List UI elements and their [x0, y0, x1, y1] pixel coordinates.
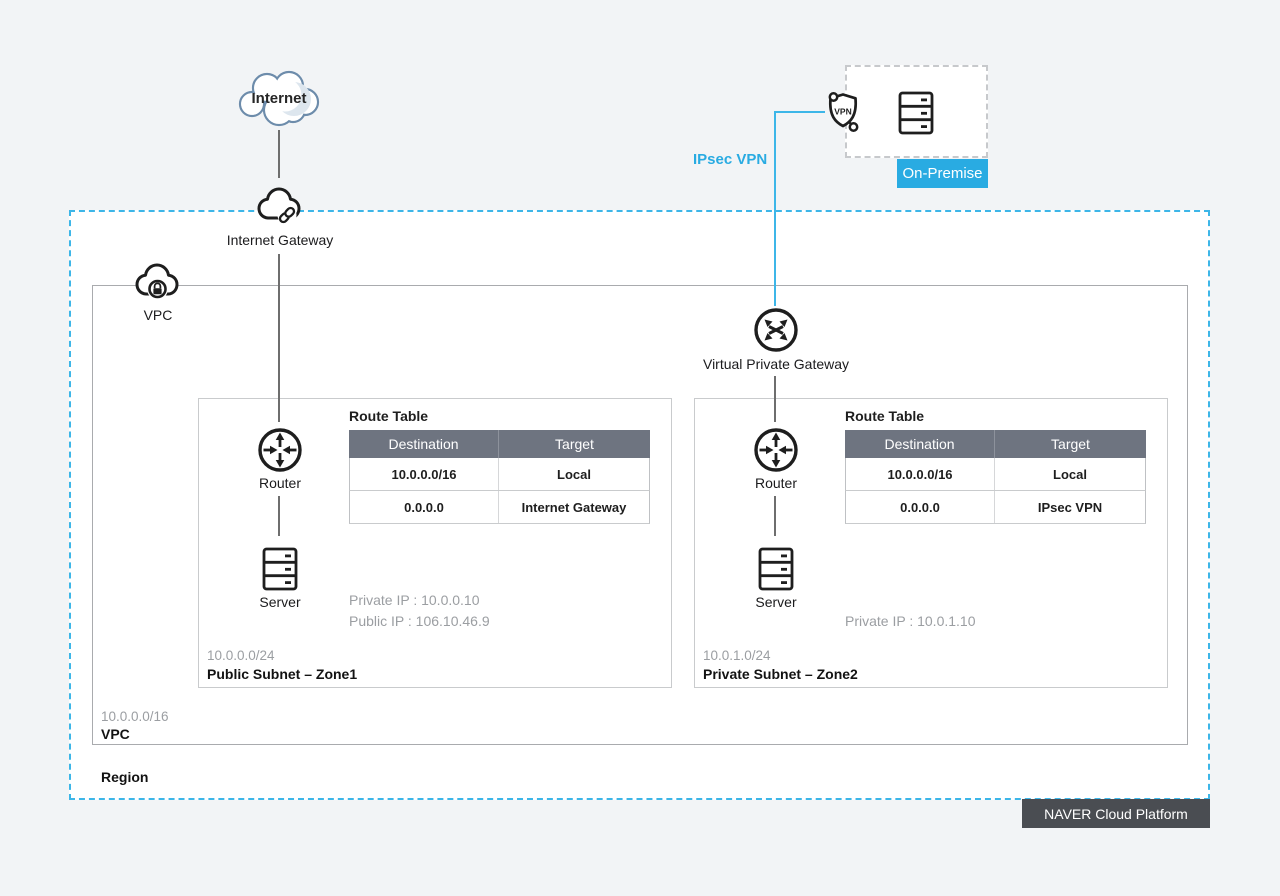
vpc-label: VPC	[101, 726, 130, 742]
private-ip-right: Private IP : 10.0.1.10	[845, 613, 976, 629]
subnet-name-right: Private Subnet – Zone2	[703, 666, 858, 682]
virtual-private-gateway-label: Virtual Private Gateway	[702, 356, 850, 372]
route-table-right-header-destination: Destination	[845, 430, 995, 458]
line-router-to-server-left	[278, 496, 280, 536]
route-table-title-right: Route Table	[845, 408, 925, 424]
route-table-left-header-destination: Destination	[349, 430, 499, 458]
route-table-left-row-1: 10.0.0.0/16 Local	[349, 458, 650, 491]
ipsec-vpn-label: IPsec VPN	[693, 151, 768, 168]
vpc-icon-label: VPC	[143, 307, 173, 323]
router-icon-right	[754, 428, 798, 472]
server-label-right: Server	[755, 594, 797, 610]
subnet-name-left: Public Subnet – Zone1	[207, 666, 358, 682]
on-premise-server-icon	[898, 91, 934, 135]
route-table-left-row1-target: Local	[557, 466, 591, 482]
subnet-cidr-left: 10.0.0.0/24	[207, 648, 275, 663]
vpc-cloud-icon	[135, 263, 179, 300]
route-table-right-row2-target: IPsec VPN	[1037, 499, 1103, 515]
line-vgw-to-router	[774, 376, 776, 422]
route-table-right-row1-destination: 10.0.0.0/16	[846, 458, 995, 490]
route-table-left: Destination Target 10.0.0.0/16 Local 0.0…	[349, 430, 650, 524]
route-table-right-header: Destination Target	[845, 430, 1146, 458]
route-table-left-row-2: 0.0.0.0 Internet Gateway	[349, 491, 650, 524]
route-table-left-row2-destination: 0.0.0.0	[350, 491, 499, 523]
route-table-left-row1-destination: 10.0.0.0/16	[350, 458, 499, 490]
route-table-right-row2-destination: 0.0.0.0	[846, 491, 995, 523]
naver-cloud-platform-badge: NAVER Cloud Platform	[1022, 799, 1210, 828]
line-router-to-server-right	[774, 496, 776, 536]
route-table-right-header-target: Target	[1051, 436, 1090, 452]
line-internet-to-gateway	[278, 130, 280, 178]
server-icon-left	[262, 547, 298, 591]
subnet-cidr-right: 10.0.1.0/24	[703, 648, 771, 663]
route-table-right-row-2: 0.0.0.0 IPsec VPN	[845, 491, 1146, 524]
route-table-left-header: Destination Target	[349, 430, 650, 458]
internet-label: Internet	[251, 90, 307, 107]
internet-gateway-label: Internet Gateway	[226, 232, 334, 248]
internet-gateway-icon	[257, 187, 301, 225]
ipsec-line-vertical	[774, 111, 776, 306]
vpc-cidr: 10.0.0.0/16	[101, 709, 169, 724]
ipsec-line-horizontal	[775, 111, 825, 113]
route-table-title-left: Route Table	[349, 408, 429, 424]
route-table-left-row2-target: Internet Gateway	[521, 499, 627, 515]
route-table-right-row-1: 10.0.0.0/16 Local	[845, 458, 1146, 491]
on-premise-badge: On-Premise	[897, 159, 988, 188]
region-label: Region	[101, 769, 149, 785]
line-gateway-to-router	[278, 254, 280, 422]
vpn-icon: VPN	[828, 92, 859, 132]
vpn-icon-text: VPN	[834, 107, 851, 117]
private-ip-left: Private IP : 10.0.0.10	[349, 592, 480, 608]
server-icon-right	[758, 547, 794, 591]
route-table-right: Destination Target 10.0.0.0/16 Local 0.0…	[845, 430, 1146, 524]
route-table-left-header-target: Target	[555, 436, 594, 452]
internet-cloud-icon	[238, 70, 320, 127]
router-label-left: Router	[258, 475, 302, 491]
server-label-left: Server	[259, 594, 301, 610]
router-label-right: Router	[754, 475, 798, 491]
route-table-right-row1-target: Local	[1053, 466, 1087, 482]
public-ip-left: Public IP : 106.10.46.9	[349, 613, 490, 629]
virtual-private-gateway-icon	[754, 308, 798, 352]
router-icon-left	[258, 428, 302, 472]
